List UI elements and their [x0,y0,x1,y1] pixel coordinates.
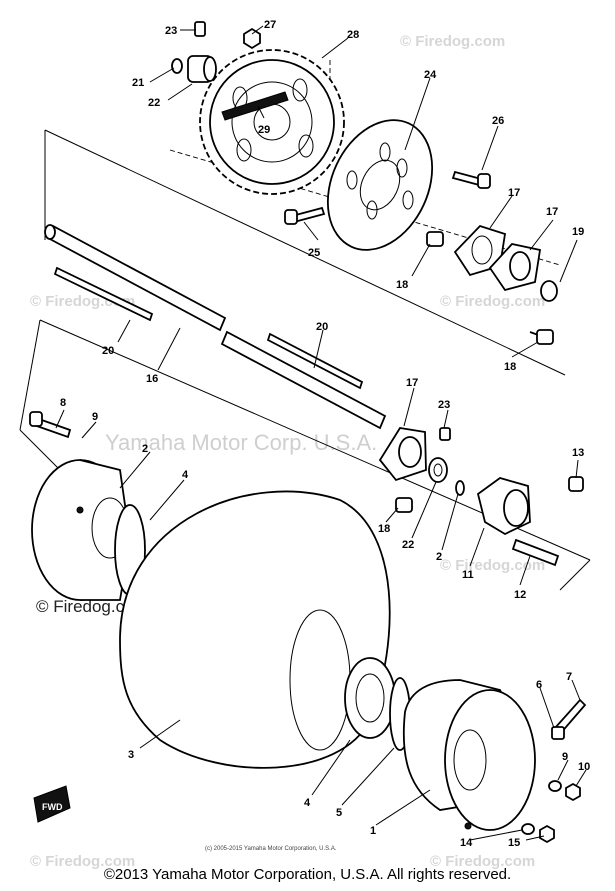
callout-8: 8 [60,397,66,409]
tire [119,490,391,769]
callout-18: 18 [378,523,390,535]
callout-11: 11 [462,569,474,581]
callout-22: 22 [148,97,160,109]
watermark-center: Yamaha Motor Corp. U.S.A. [105,430,377,455]
top-hardware [171,21,261,83]
part-callouts: 23 27 28 21 22 29 24 26 17 17 19 25 18 1… [60,19,590,849]
callout-24: 24 [424,69,437,81]
callout-12: 12 [514,589,526,601]
bearing-housings [378,224,558,482]
callout-7: 7 [566,671,572,683]
callout-2: 2 [142,443,148,455]
callout-5: 5 [336,807,342,819]
wheel-left [31,459,146,601]
callout-19: 19 [572,226,584,238]
bolts [29,170,584,567]
callout-23: 23 [165,25,177,37]
watermark-small: (c) 2005-2015 Yamaha Motor Corporation, … [205,846,337,852]
callout-17: 17 [546,206,558,218]
watermark-site: © Firedog.com [440,557,545,574]
watermark-site: © Firedog.com [400,33,505,50]
watermark-site: © Firedog.com [440,293,545,310]
callout-4: 4 [304,797,311,809]
watermark-site: © Firedog.com [430,853,535,870]
callout-4: 4 [182,469,189,481]
callout-15: 15 [508,837,520,849]
callout-28: 28 [347,29,359,41]
callout-29: 29 [258,124,270,136]
callout-1: 1 [370,825,376,837]
callout-27: 27 [264,19,276,31]
brake-disc [326,119,434,251]
callout-3: 3 [128,749,134,761]
callout-13: 13 [572,447,584,459]
watermark-layer: © Firedog.com © Firedog.com © Firedog.co… [30,33,545,870]
axle [44,224,387,430]
callout-16: 16 [146,373,158,385]
callout-10: 10 [578,761,590,773]
callout-21: 21 [132,77,144,89]
callout-17: 17 [406,377,418,389]
sprocket [199,49,345,195]
callout-20: 20 [102,345,114,357]
wheel-right [402,679,536,831]
bearing-ring [344,657,411,751]
callout-18: 18 [504,361,516,373]
callout-20: 20 [316,321,328,333]
callout-6: 6 [536,679,542,691]
copyright-footer: ©2013 Yamaha Motor Corporation, U.S.A. A… [103,866,512,883]
callout-18: 18 [396,279,408,291]
callout-17: 17 [508,187,520,199]
callout-22: 22 [402,539,414,551]
watermark-brand: © Firedog.com [36,597,148,616]
collars [428,427,465,496]
watermark-site: © Firedog.com [30,853,135,870]
callout-9: 9 [562,751,568,763]
valve-and-nuts [521,698,587,844]
callout-14: 14 [460,837,473,849]
leader-lines [55,25,587,841]
callout-26: 26 [492,115,504,127]
callout-9: 9 [92,411,98,423]
callout-25: 25 [308,247,320,259]
callout-2: 2 [436,551,442,563]
fwd-label: FWD [42,802,63,812]
fwd-arrow: FWD [33,785,71,823]
callout-23: 23 [438,399,450,411]
hub-right [476,477,531,536]
